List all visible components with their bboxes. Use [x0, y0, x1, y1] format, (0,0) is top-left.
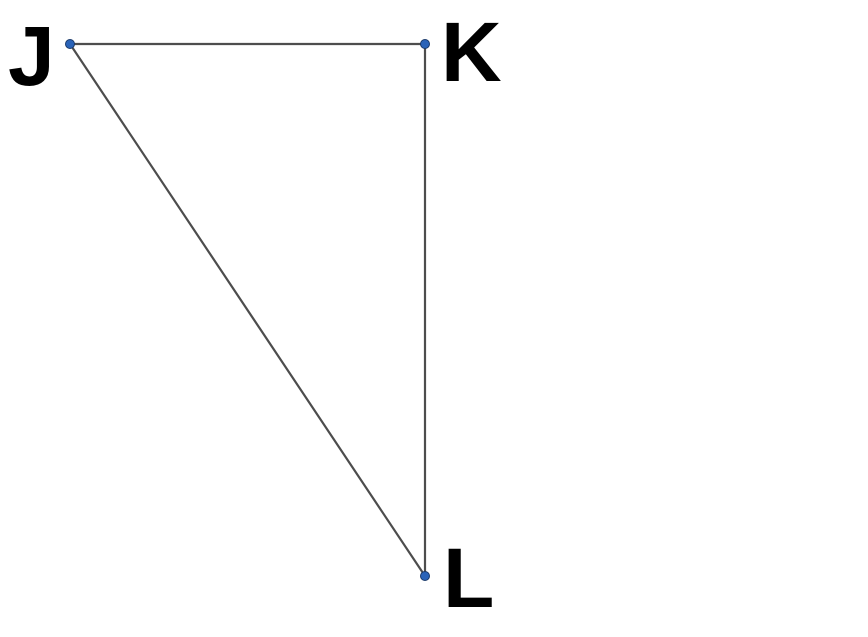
vertex-label-l: L: [443, 531, 494, 625]
vertex-label-k: K: [441, 5, 502, 99]
vertex-point-j: [65, 39, 75, 49]
vertex-point-k: [420, 39, 430, 49]
vertex-point-l: [420, 571, 430, 581]
edge-jl: [68, 42, 427, 578]
vertex-label-j: J: [8, 9, 55, 103]
